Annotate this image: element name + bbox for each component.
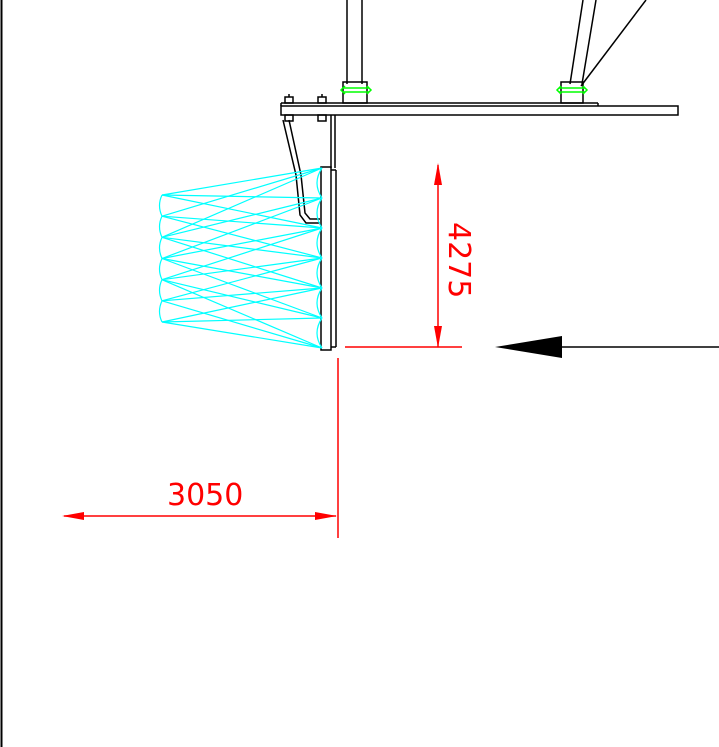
net-loop (158, 237, 163, 259)
net-strand (161, 167, 323, 217)
net-loop (158, 194, 163, 217)
dimension-horizontal-arrow-right (315, 512, 337, 520)
net-loop (316, 197, 323, 229)
dimension-vertical-arrow-top (434, 163, 442, 185)
net-strand (161, 215, 323, 259)
net-strand (161, 257, 323, 319)
net-strand (161, 257, 323, 281)
net-loop (316, 227, 323, 259)
net-strand (161, 236, 323, 259)
net-strand (161, 321, 323, 349)
net-loop (158, 215, 163, 238)
net-strand (161, 167, 323, 196)
net-strand (161, 194, 323, 199)
net-strand (161, 227, 323, 260)
net-strand (161, 236, 323, 289)
net-loop (316, 257, 323, 289)
support-structure (280, 0, 679, 224)
dimension-vertical (345, 163, 462, 348)
backboard (320, 166, 337, 351)
net-strand (161, 300, 323, 349)
net-strand (161, 215, 323, 229)
net-loop (158, 258, 163, 280)
bracket-markers (339, 85, 589, 95)
net-strand (161, 287, 323, 302)
net-strand (161, 197, 323, 238)
basketball-net (158, 167, 323, 349)
net-loop (316, 287, 323, 319)
net-strand (161, 279, 323, 319)
net-strand (161, 227, 323, 281)
net-strand (161, 257, 323, 302)
net-strand (161, 279, 323, 349)
dimension-horizontal-label: 3050 (167, 478, 243, 513)
net-strand (161, 257, 323, 289)
dimension-vertical-label: 4275 (441, 222, 476, 298)
net-strand (161, 287, 323, 323)
net-loop (158, 300, 163, 323)
dimension-horizontal (62, 358, 339, 538)
net-strand (161, 317, 323, 323)
net-loop (158, 279, 163, 302)
net-loop (316, 167, 323, 199)
dimension-vertical-arrow-bottom (434, 326, 442, 348)
net-loop (316, 317, 323, 349)
dimension-horizontal-arrow-left (62, 512, 84, 520)
pointer-arrow (495, 336, 719, 358)
net-strand (161, 194, 323, 229)
net-strand (161, 167, 323, 238)
net-strand (161, 197, 323, 260)
